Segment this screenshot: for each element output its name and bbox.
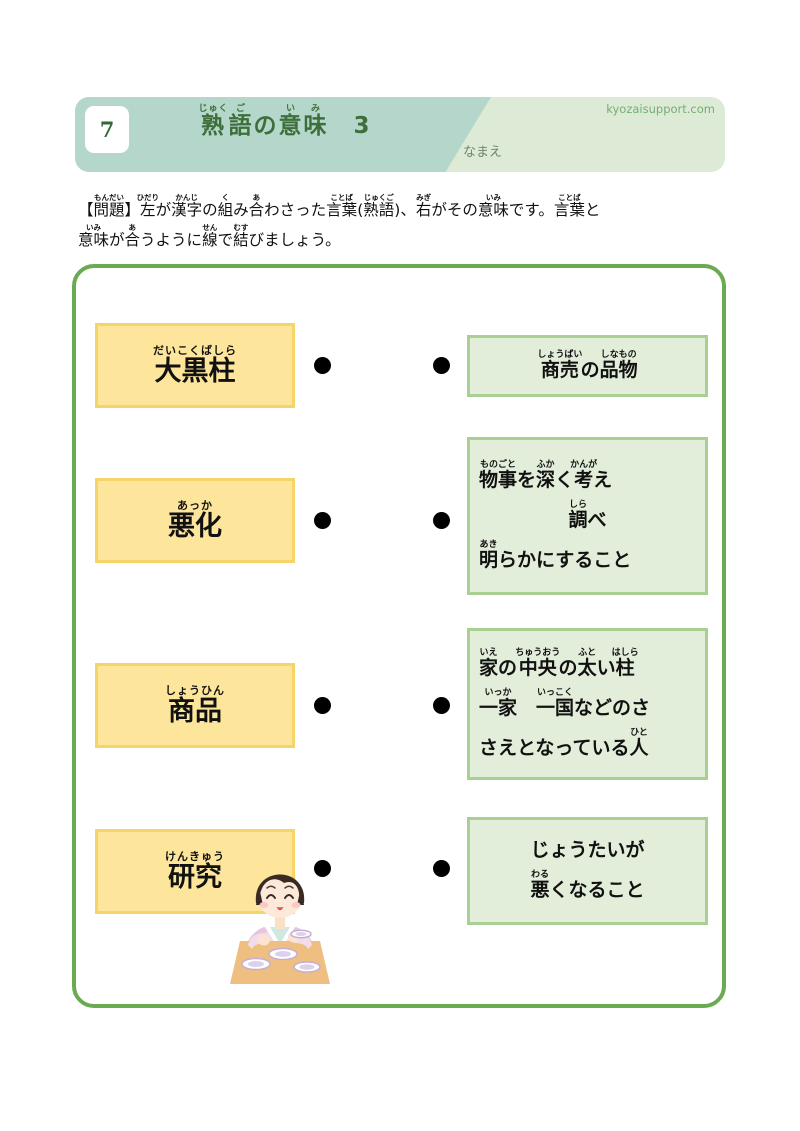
meaning-line: 調しらべ — [568, 500, 607, 532]
header-banner: 7 熟じゅく語ごの意い味み 3 なまえ kyozaisupport.com — [75, 97, 725, 172]
meaning-box-2: 物事ものごとを深ふかく考かんがえ 調しらべ 明あきらかにすること — [467, 437, 708, 595]
word-box-daikokubashira: 大黒柱だいこくばしら — [95, 323, 295, 408]
match-dot-word-4[interactable] — [314, 860, 331, 877]
meaning-line: 物事ものごとを深ふかく考かんがえ — [479, 460, 613, 492]
child-eating-illustration-svg — [230, 874, 330, 984]
match-dot-meaning-3[interactable] — [433, 697, 450, 714]
meaning-line: 商売しょうばいの品物しなもの — [537, 350, 638, 382]
word-text: 研究けんきゅう — [165, 850, 225, 894]
match-dot-meaning-2[interactable] — [433, 512, 450, 529]
word-text: 大黒柱だいこくばしら — [153, 344, 237, 388]
meaning-box-3: 家いえの中央ちゅうおうの太ふとい柱はしら 一家いっか 一国いっこくなどのさ さえ… — [467, 628, 708, 780]
word-box-akka: 悪化あっか — [95, 478, 295, 563]
problem-statement: 【問題もんだい】左ひだりが漢字かんじの組くみ合あわさった言葉ことば(熟語じゅくご… — [78, 193, 738, 252]
problem-line-1: 【問題もんだい】左ひだりが漢字かんじの組くみ合あわさった言葉ことば(熟語じゅくご… — [78, 193, 601, 219]
child-eating-illustration — [226, 851, 334, 986]
match-dot-word-3[interactable] — [314, 697, 331, 714]
match-dot-meaning-1[interactable] — [433, 357, 450, 374]
header-teal-panel — [75, 97, 491, 172]
meaning-line: さえとなっている人ひと — [479, 727, 649, 759]
meaning-line: 一家いっか 一国いっこくなどのさ — [479, 688, 651, 720]
meaning-line: 家いえの中央ちゅうおうの太ふとい柱はしら — [479, 648, 639, 680]
name-field-label: なまえ — [463, 145, 503, 160]
meaning-line: 悪わるくなること — [530, 870, 645, 901]
meaning-line: じょうたいが — [530, 839, 645, 862]
meaning-box-1: 商売しょうばいの品物しなもの — [467, 335, 708, 397]
word-text: 悪化あっか — [168, 499, 222, 543]
match-dot-word-2[interactable] — [314, 512, 331, 529]
worksheet-number-badge: 7 — [85, 106, 129, 153]
page-title: 熟じゅく語ごの意い味み 3 — [198, 104, 372, 139]
site-credit: kyozaisupport.com — [606, 102, 715, 116]
word-box-shouhin: 商品しょうひん — [95, 663, 295, 748]
problem-line-2: 意味いみが合あうように線せんで結むすびましょう。 — [78, 222, 341, 249]
meaning-line: 明あきらかにすること — [479, 539, 632, 571]
word-text: 商品しょうひん — [165, 684, 225, 728]
worksheet-number: 7 — [99, 117, 115, 142]
match-dot-meaning-4[interactable] — [433, 860, 450, 877]
match-dot-word-1[interactable] — [314, 357, 331, 374]
meaning-box-4: じょうたいが 悪わるくなること — [467, 817, 708, 925]
